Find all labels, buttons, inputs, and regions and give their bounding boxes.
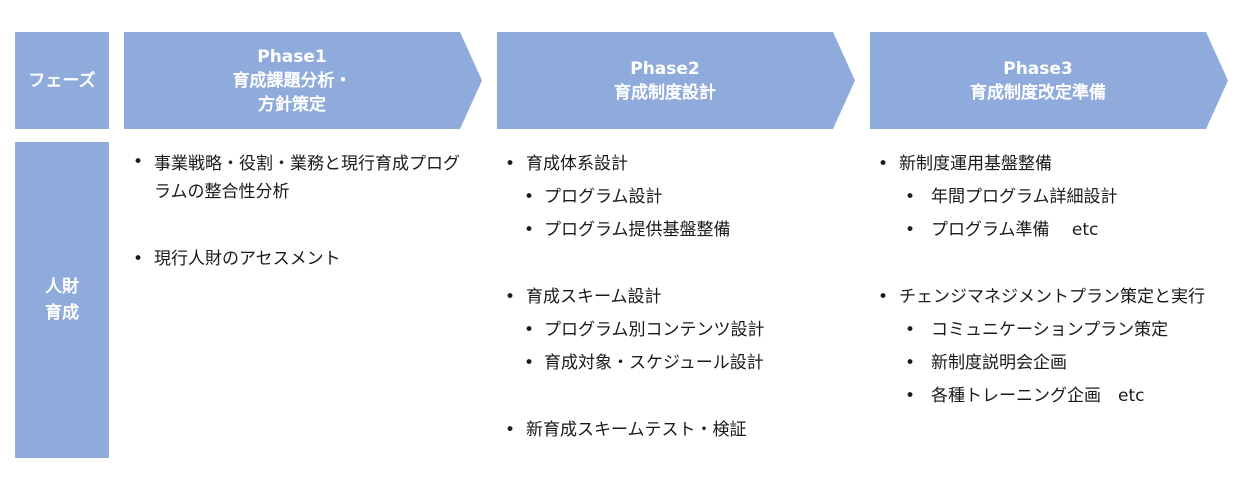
phase-row-label: フェーズ — [15, 32, 109, 129]
bullet-icon: • — [524, 187, 535, 207]
bullet-icon: • — [905, 187, 916, 207]
phase1-arrow-shape — [124, 32, 482, 129]
bullet-icon: • — [133, 152, 144, 172]
bullet-icon: • — [905, 386, 916, 406]
list-subitem-text: 各種トレーニング企画 etc — [931, 386, 1145, 406]
phase3-tasks: • 新制度運用基盤整備 • 年間プログラム詳細設計 • プログラム準備 etc … — [873, 148, 1243, 413]
list-subitem: • コミュニケーションプラン策定 — [873, 314, 1243, 347]
bullet-icon: • — [905, 220, 916, 240]
list-subitem-text: 年間プログラム詳細設計 — [931, 187, 1118, 207]
phase2-label: Phase2 育成制度設計 — [497, 32, 833, 129]
list-item: • 事業戦略・役割・業務と現行育成プログラムの整合性分析 — [128, 148, 468, 209]
list-subitem-text: プログラム別コンテンツ設計 — [544, 320, 765, 340]
phase2-arrow-shape — [497, 32, 855, 129]
bullet-icon: • — [524, 353, 535, 373]
phase2-arrow: Phase2 育成制度設計 — [497, 32, 855, 129]
bullet-icon: • — [905, 353, 916, 373]
list-subitem-text: 新制度説明会企画 — [931, 353, 1067, 373]
list-item-text: チェンジマネジメントプラン策定と実行 — [899, 287, 1205, 307]
list-subitem-text: プログラム提供基盤整備 — [544, 220, 731, 240]
list-item-text: 育成体系設計 — [526, 154, 628, 174]
bullet-icon: • — [505, 287, 516, 307]
phase3-arrow: Phase3 育成制度改定準備 — [870, 32, 1228, 129]
people-label-line2: 育成 — [45, 303, 79, 323]
list-item-text: 育成スキーム設計 — [526, 287, 662, 307]
list-item: • 育成体系設計 — [500, 148, 860, 181]
phase1-subtitle-line1: 育成課題分析・ — [232, 70, 352, 91]
phase1-tasks: • 事業戦略・役割・業務と現行育成プログラムの整合性分析 • 現行人財のアセスメ… — [128, 148, 468, 276]
bullet-icon: • — [505, 420, 516, 440]
bullet-icon: • — [524, 320, 535, 340]
bullet-icon: • — [133, 249, 144, 269]
bullet-icon: • — [524, 220, 535, 240]
list-subitem: • プログラム別コンテンツ設計 — [500, 314, 860, 347]
phase1-title: Phase1 — [257, 46, 327, 67]
list-subitem-text: 育成対象・スケジュール設計 — [544, 353, 764, 373]
phase2-subtitle: 育成制度設計 — [614, 82, 716, 103]
list-subitem: • プログラム設計 — [500, 181, 860, 214]
phase1-arrow: Phase1 育成課題分析・ 方針策定 — [124, 32, 482, 129]
list-subitem: • 育成対象・スケジュール設計 — [500, 347, 860, 380]
list-item-text: 現行人財のアセスメント — [154, 249, 341, 269]
phase2-title: Phase2 — [630, 58, 700, 79]
phase-row-label-text: フェーズ — [28, 70, 96, 91]
people-development-row-label: 人財 育成 — [15, 142, 109, 458]
bullet-icon: • — [905, 320, 916, 340]
list-item: • 新制度運用基盤整備 — [873, 148, 1243, 181]
list-item: • チェンジマネジメントプラン策定と実行 — [873, 281, 1243, 314]
phase1-label: Phase1 育成課題分析・ 方針策定 — [124, 32, 460, 129]
list-item-text: 新制度運用基盤整備 — [899, 154, 1052, 174]
list-item: • 新育成スキームテスト・検証 — [500, 414, 860, 447]
phase2-tasks: • 育成体系設計 • プログラム設計 • プログラム提供基盤整備 • 育成スキー… — [500, 148, 860, 447]
list-subitem: • 新制度説明会企画 — [873, 347, 1243, 380]
list-subitem: • プログラム提供基盤整備 — [500, 214, 860, 247]
list-item-text: 事業戦略・役割・業務と現行育成プログラムの整合性分析 — [154, 154, 460, 202]
list-item-text: 新育成スキームテスト・検証 — [526, 420, 747, 440]
phase1-subtitle-line2: 方針策定 — [258, 94, 326, 115]
list-subitem-text: プログラム設計 — [544, 187, 663, 207]
list-subitem: • プログラム準備 etc — [873, 214, 1243, 247]
list-subitem: • 年間プログラム詳細設計 — [873, 181, 1243, 214]
list-item: • 現行人財のアセスメント — [128, 243, 468, 276]
phase3-subtitle: 育成制度改定準備 — [970, 82, 1106, 103]
list-subitem: • 各種トレーニング企画 etc — [873, 380, 1243, 413]
phase3-label: Phase3 育成制度改定準備 — [870, 32, 1206, 129]
phase3-arrow-shape — [870, 32, 1228, 129]
bullet-icon: • — [505, 154, 516, 174]
list-subitem-text: コミュニケーションプラン策定 — [931, 320, 1169, 340]
bullet-icon: • — [878, 287, 889, 307]
list-subitem-text: プログラム準備 etc — [931, 220, 1099, 240]
phase3-title: Phase3 — [1003, 58, 1073, 79]
bullet-icon: • — [878, 154, 889, 174]
list-item: • 育成スキーム設計 — [500, 281, 860, 314]
people-label-line1: 人財 — [45, 277, 79, 297]
